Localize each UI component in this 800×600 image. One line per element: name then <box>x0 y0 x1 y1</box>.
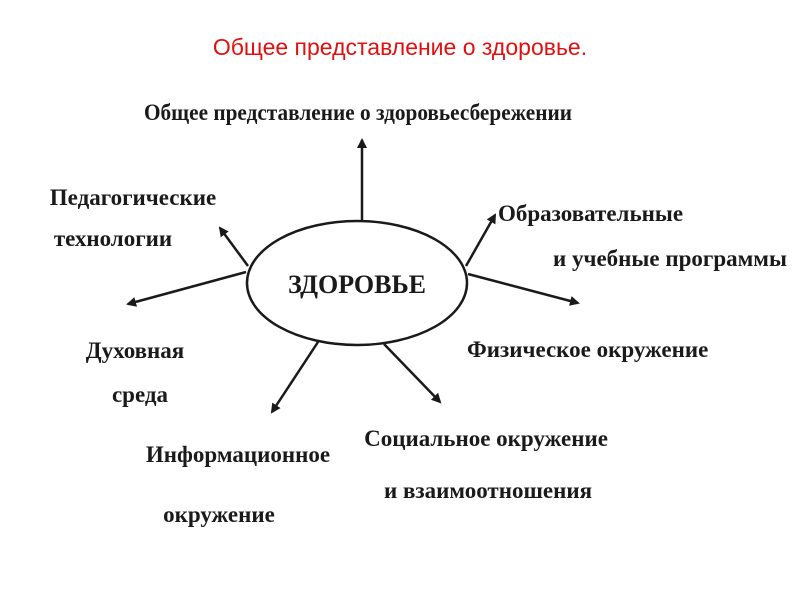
arrow-to-informational <box>270 341 320 414</box>
node-informational-line-2: окружение <box>163 502 275 527</box>
node-educational-line-2: и учебные программы <box>553 246 787 271</box>
node-pedagogical-line-1: Педагогические <box>50 185 216 210</box>
node-pedagogical-line-2: технологии <box>54 226 172 251</box>
node-spiritual-line-1: Духовная <box>86 338 185 363</box>
node-social-line-2: и взаимоотношения <box>384 478 592 503</box>
arrow-to-social <box>383 343 442 404</box>
node-physical-label: Физическое окружение <box>467 337 708 362</box>
arrow-to-educational <box>464 213 497 267</box>
arrow-to-physical <box>467 272 580 306</box>
node-spiritual-line-2: среда <box>112 382 169 407</box>
node-informational-line-1: Информационное <box>146 442 330 467</box>
center-label: ЗДОРОВЬЕ <box>288 270 426 299</box>
center-ellipse <box>245 219 469 347</box>
node-top-label: Общее представление о здоровьесбережении <box>144 100 572 125</box>
slide-title: Общее представление о здоровье. <box>212 34 588 60</box>
arrow-to-spiritual <box>126 270 247 307</box>
node-social-line-1: Социальное окружение <box>364 426 608 451</box>
node-educational-line-1: Образовательные <box>498 201 683 226</box>
arrow-to-pedagogical <box>218 226 250 267</box>
